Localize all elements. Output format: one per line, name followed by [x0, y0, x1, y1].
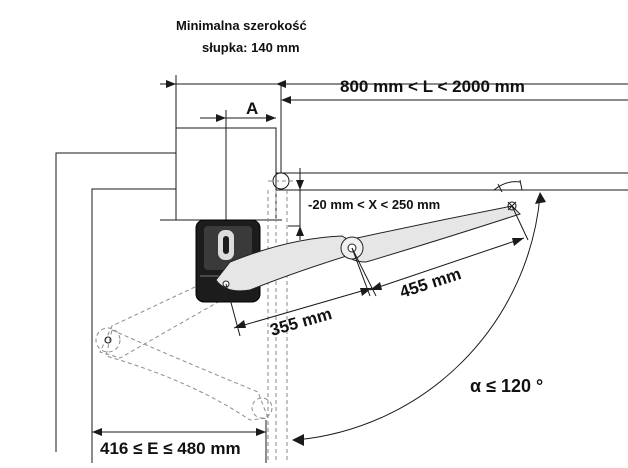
label-length-L: 800 mm < L < 2000 mm	[340, 77, 525, 96]
dimension-length-L: 800 mm < L < 2000 mm	[280, 77, 628, 173]
dimension-A: A	[200, 99, 276, 300]
arm-closed-position	[215, 201, 521, 292]
gate-leaf-open-dashed	[267, 190, 288, 463]
label-min-post-width-2: słupka: 140 mm	[202, 40, 300, 55]
label-offset-A: A	[246, 99, 258, 118]
dimension-X: -20 mm < X < 250 mm	[288, 168, 484, 240]
dimension-E: 416 ≤ E ≤ 480 mm	[91, 420, 267, 463]
arm-open-position-ghost	[95, 277, 273, 421]
label-angle-alpha: α ≤ 120 °	[470, 376, 543, 396]
dimension-angle-alpha: α ≤ 120 °	[292, 179, 546, 446]
label-distance-E: 416 ≤ E ≤ 480 mm	[100, 439, 241, 458]
label-min-post-width-1: Minimalna szerokość	[176, 18, 307, 33]
label-arm-355: 355 mm	[268, 304, 334, 340]
dimension-post-width: Minimalna szerokość słupka: 140 mm	[160, 18, 628, 128]
label-offset-X: -20 mm < X < 250 mm	[308, 197, 440, 212]
gate-leaf	[268, 172, 628, 191]
